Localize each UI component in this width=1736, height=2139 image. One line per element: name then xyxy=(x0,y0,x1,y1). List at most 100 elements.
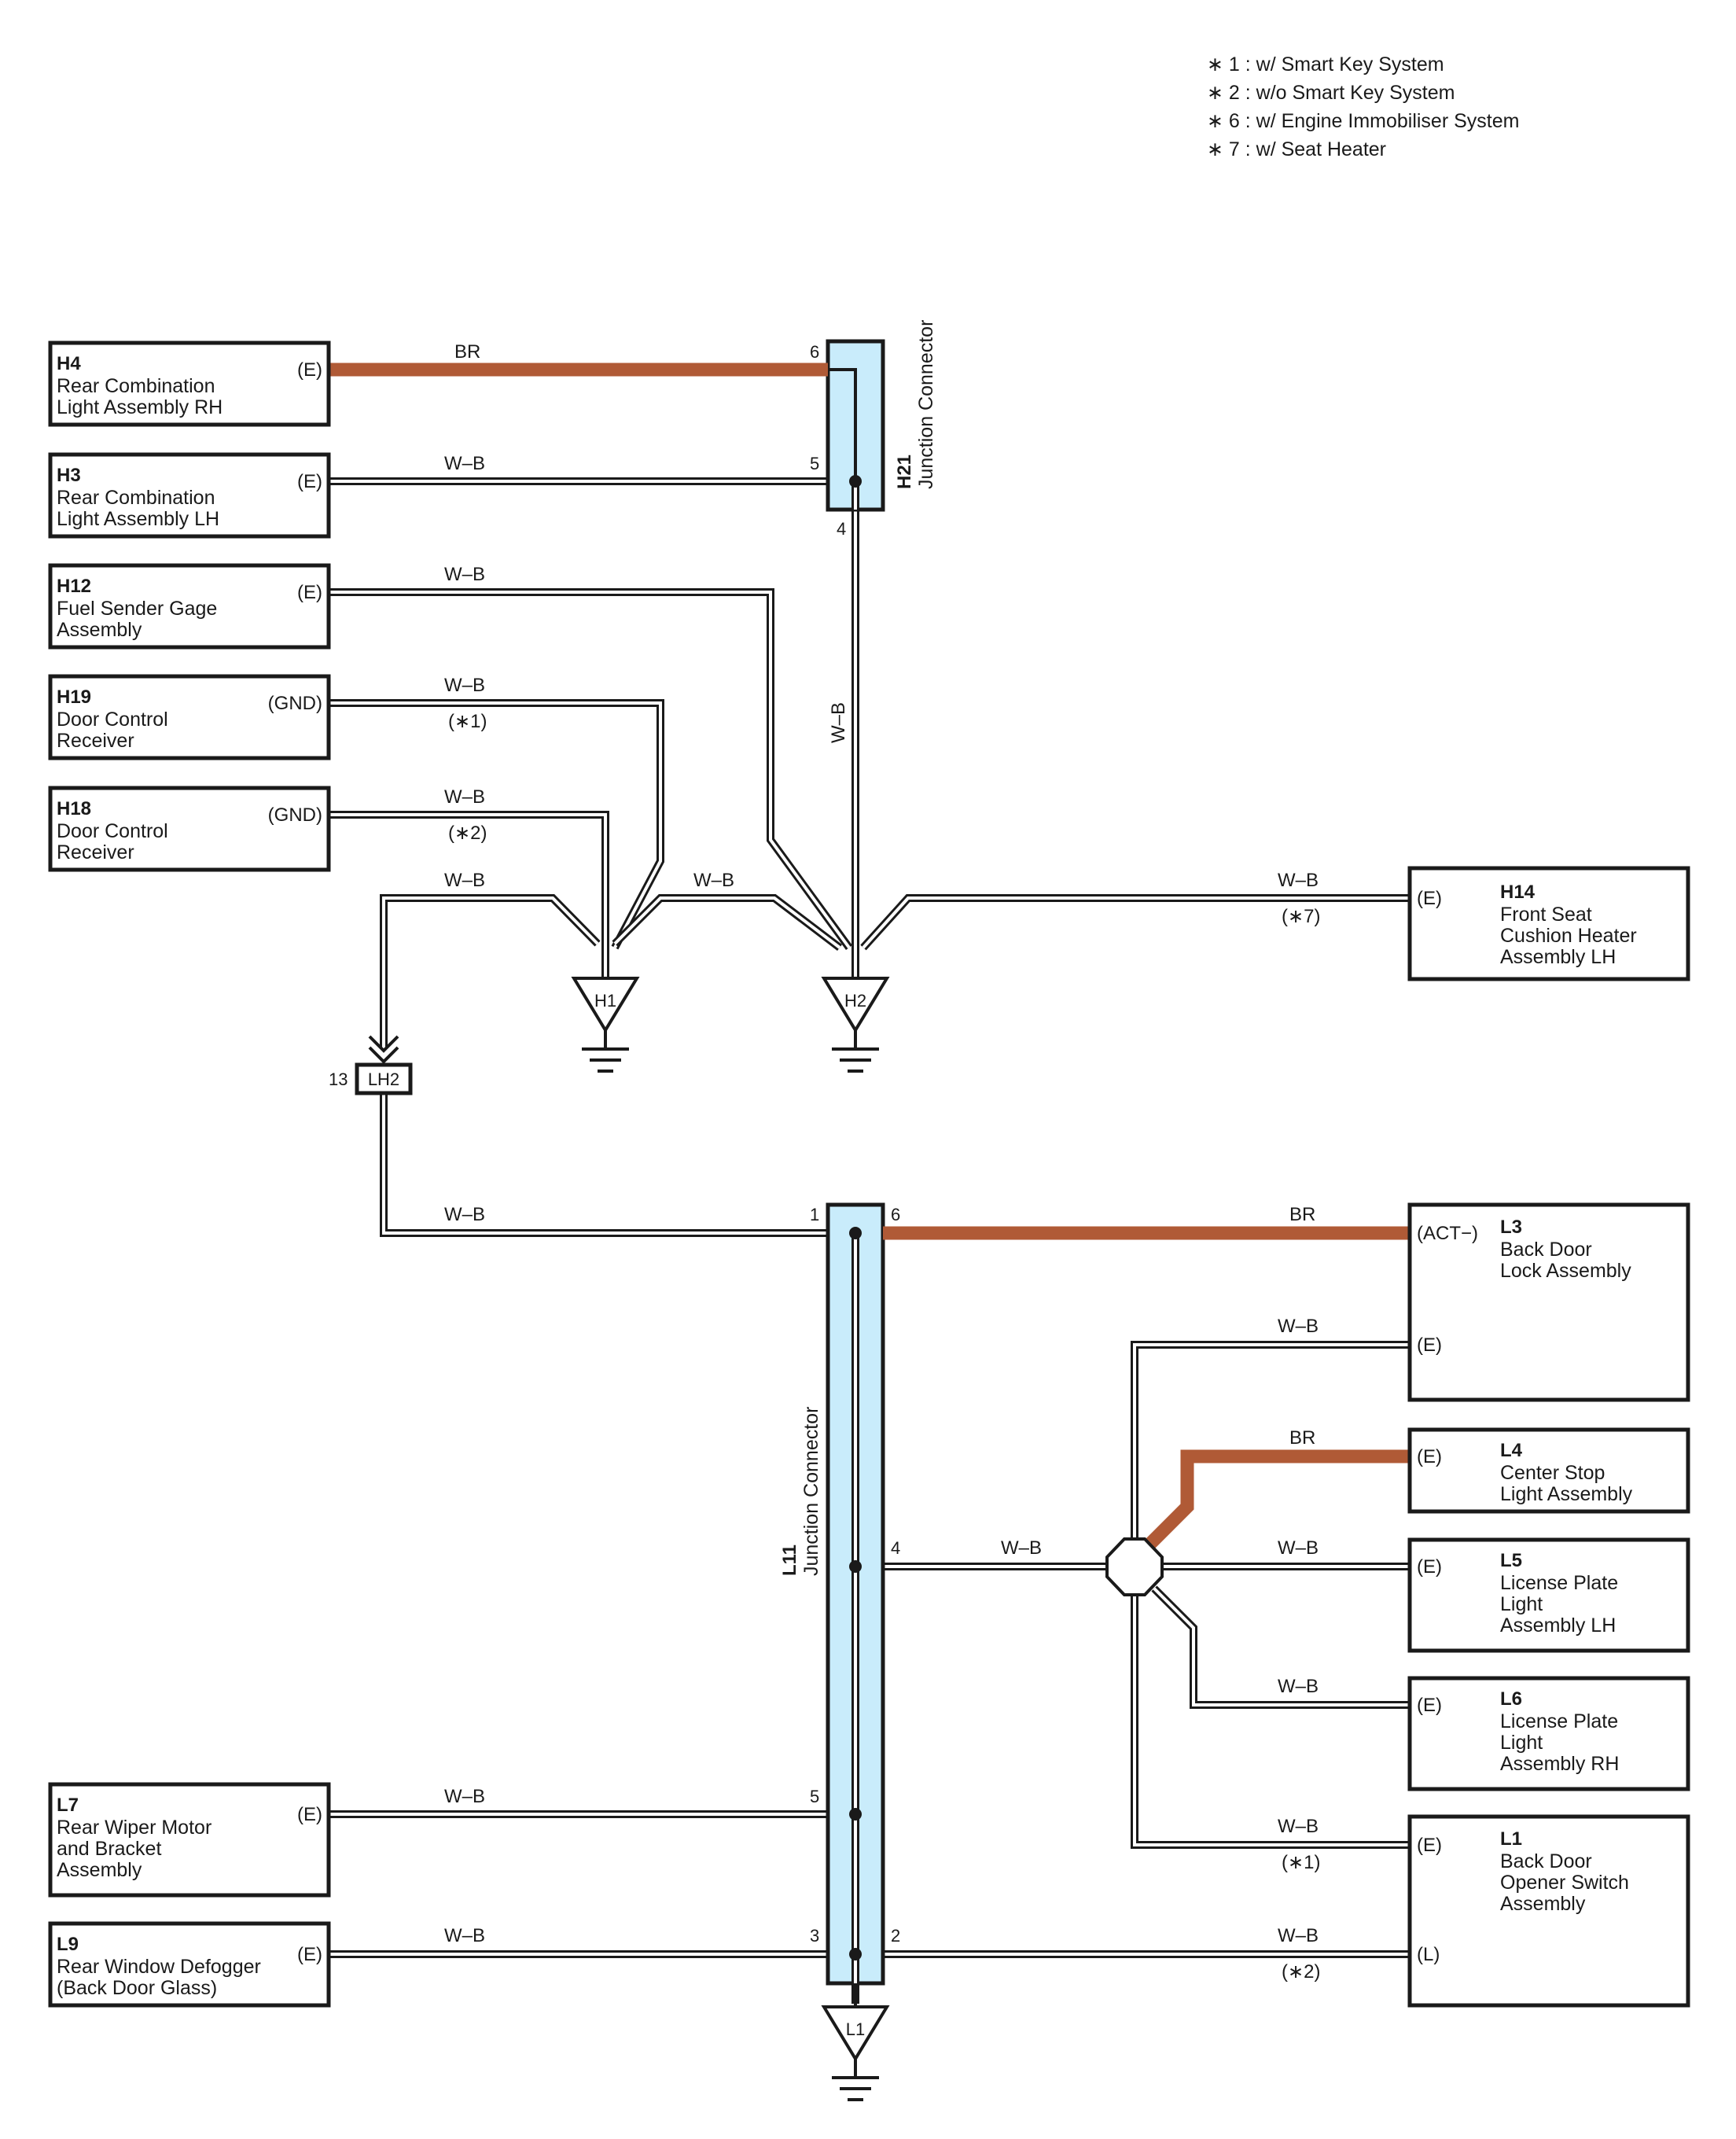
lh2-code: LH2 xyxy=(368,1070,399,1089)
l5-name-2: Light xyxy=(1500,1593,1543,1615)
label-opt2-h18: (∗2) xyxy=(448,823,487,844)
l11-pin-5: 5 xyxy=(810,1787,819,1806)
wire-h18-h1 xyxy=(329,811,609,978)
h21-code: H21 xyxy=(894,455,915,489)
h19-code: H19 xyxy=(57,687,91,708)
label-br-h4: BR xyxy=(454,341,480,363)
wire-h1-h2 xyxy=(612,894,843,951)
wire-splice-l4-br xyxy=(1141,1449,1410,1553)
component-h14: (E) H14 Front Seat Cushion Heater Assemb… xyxy=(1407,866,1690,981)
label-wb-lh2-l11: W–B xyxy=(444,1204,485,1225)
l9-code: L9 xyxy=(57,1934,79,1955)
component-l5: (E) L5 License Plate Light Assembly LH xyxy=(1407,1537,1690,1653)
l6-code: L6 xyxy=(1500,1688,1522,1710)
l5-code: L5 xyxy=(1500,1550,1522,1571)
label-wb-l3: W–B xyxy=(1278,1316,1319,1337)
component-l4: (E) L4 Center Stop Light Assembly xyxy=(1407,1427,1690,1514)
h18-code: H18 xyxy=(57,798,91,819)
l1-name-1: Back Door xyxy=(1500,1850,1592,1872)
l4-pin: (E) xyxy=(1417,1446,1442,1467)
l1-name-2: Opener Switch xyxy=(1500,1872,1629,1894)
h21-name: Junction Connector xyxy=(915,320,937,489)
h18-name-1: Door Control xyxy=(57,820,168,842)
component-l9: L9 Rear Window Defogger (Back Door Glass… xyxy=(48,1921,331,2008)
ground-h2: H2 xyxy=(821,977,890,1073)
ground-h1-label: H1 xyxy=(594,991,616,1011)
h14-name-2: Cushion Heater xyxy=(1500,925,1637,947)
h19-pin: (GND) xyxy=(268,693,322,714)
l9-name-1: Rear Window Defogger xyxy=(57,1956,261,1978)
component-h3: H3 Rear Combination Light Assembly LH (E… xyxy=(48,452,331,539)
h18-pin: (GND) xyxy=(268,804,322,826)
option-notes: ∗ 1 : w/ Smart Key System ∗ 2 : w/o Smar… xyxy=(1207,53,1519,160)
label-wb-l7: W–B xyxy=(444,1786,485,1807)
h21-pin-5: 5 xyxy=(810,454,819,473)
h12-name-1: Fuel Sender Gage xyxy=(57,598,217,620)
label-wb-l1e: W–B xyxy=(1278,1816,1319,1837)
l11-code: L11 xyxy=(779,1544,800,1576)
l4-code: L4 xyxy=(1500,1440,1523,1461)
l3-code: L3 xyxy=(1500,1217,1522,1238)
label-wb-h19: W–B xyxy=(444,675,485,696)
label-br-l4: BR xyxy=(1289,1427,1315,1449)
l3-name-2: Lock Assembly xyxy=(1500,1260,1631,1282)
l5-pin: (E) xyxy=(1417,1556,1442,1578)
wire-splice-l1 xyxy=(1131,1590,1410,1849)
note-7: ∗ 7 : w/ Seat Heater xyxy=(1207,138,1386,160)
label-wb-splice: W–B xyxy=(1001,1537,1042,1559)
ground-l1-label: L1 xyxy=(846,2019,865,2039)
l11-node-4 xyxy=(849,1560,862,1573)
l4-name-2: Light Assembly xyxy=(1500,1483,1633,1505)
h14-pin: (E) xyxy=(1417,888,1442,909)
lh2-pin: 13 xyxy=(329,1070,348,1089)
l11-pin-2: 2 xyxy=(891,1926,900,1946)
l5-name-1: License Plate xyxy=(1500,1572,1618,1594)
l5-name-3: Assembly LH xyxy=(1500,1614,1616,1636)
label-opt1-h19: (∗1) xyxy=(448,711,487,732)
l7-code: L7 xyxy=(57,1795,79,1816)
l6-name-2: Light xyxy=(1500,1732,1543,1754)
wire-splice-l3 xyxy=(1131,1341,1410,1543)
ground-h1: H1 xyxy=(571,977,640,1073)
label-wb-h12: W–B xyxy=(444,564,485,585)
l11-node-5 xyxy=(849,1808,862,1821)
component-h4: H4 Rear Combination Light Assembly RH (E… xyxy=(48,341,331,427)
h12-pin: (E) xyxy=(297,582,322,603)
h3-name-1: Rear Combination xyxy=(57,487,215,509)
label-opt1-l1: (∗1) xyxy=(1282,1852,1320,1873)
h3-code: H3 xyxy=(57,465,81,486)
component-l1: (E) (L) L1 Back Door Opener Switch Assem… xyxy=(1407,1814,1690,2008)
label-wb-l6: W–B xyxy=(1278,1676,1319,1697)
ground-l1: L1 xyxy=(821,1983,890,2101)
h4-name-2: Light Assembly RH xyxy=(57,396,223,418)
label-wb-l9: W–B xyxy=(444,1925,485,1946)
wire-h19-h1 xyxy=(329,699,664,950)
h4-code: H4 xyxy=(57,353,81,374)
label-wb-h14: W–B xyxy=(1278,870,1319,891)
l6-name-3: Assembly RH xyxy=(1500,1753,1619,1775)
component-l7: L7 Rear Wiper Motor and Bracket Assembly… xyxy=(48,1782,331,1898)
wire-splice-l6 xyxy=(1151,1585,1410,1709)
wire-lh2-h1 xyxy=(380,894,601,1049)
wire-h14-h2 xyxy=(860,894,1410,951)
l7-name-2: and Bracket xyxy=(57,1838,161,1860)
l3-pin-act: (ACT−) xyxy=(1417,1223,1478,1244)
h4-name-1: Rear Combination xyxy=(57,375,215,397)
l1-pin-l: (L) xyxy=(1417,1944,1440,1965)
h18-name-2: Receiver xyxy=(57,841,134,863)
l1-pin-e: (E) xyxy=(1417,1835,1442,1856)
l11-node-3 xyxy=(849,1948,862,1960)
h14-name-3: Assembly LH xyxy=(1500,946,1616,968)
l6-name-1: License Plate xyxy=(1500,1710,1618,1732)
h19-name-2: Receiver xyxy=(57,730,134,752)
junction-internal-wires xyxy=(828,368,862,1983)
l7-name-1: Rear Wiper Motor xyxy=(57,1817,211,1839)
label-opt7-h14: (∗7) xyxy=(1282,906,1320,927)
label-opt2-l1: (∗2) xyxy=(1282,1961,1320,1983)
l11-pin-6: 6 xyxy=(891,1205,900,1224)
h3-name-2: Light Assembly LH xyxy=(57,508,219,530)
h14-code: H14 xyxy=(1500,882,1536,903)
wires xyxy=(329,477,1410,2004)
h21-pin-4: 4 xyxy=(837,519,846,539)
